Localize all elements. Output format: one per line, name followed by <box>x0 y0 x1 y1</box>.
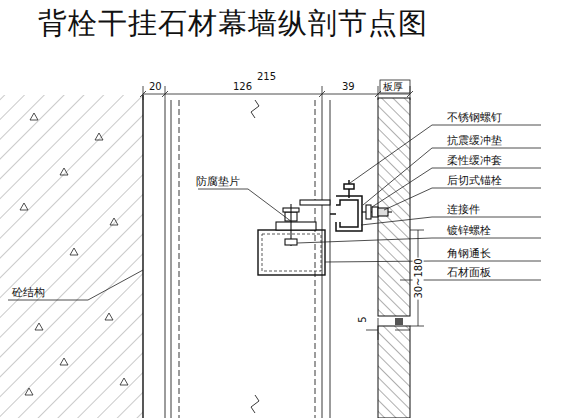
dimension: 126 <box>232 81 253 92</box>
part-label: 砼结构 <box>12 287 45 299</box>
part-label: 抗震缓冲垫 <box>447 135 502 147</box>
leader-lines <box>8 125 541 340</box>
anchor-bolt <box>362 205 392 219</box>
part-label: 柔性缓冲套 <box>447 155 502 167</box>
dimension: 5 <box>357 316 368 322</box>
dimension-total: 215 <box>257 71 276 82</box>
part-label: 连接件 <box>447 204 480 216</box>
connector-channel <box>330 180 362 231</box>
part-label: 防腐垫片 <box>196 176 240 188</box>
dimension-line <box>140 80 413 100</box>
part-label: 镀锌螺栓 <box>447 225 491 237</box>
dimension: 20 <box>148 81 163 92</box>
title: 背栓干挂石材幕墙纵剖节点图 <box>38 4 428 44</box>
frame-lines <box>165 100 330 418</box>
dimension-label: 板厚 <box>383 81 403 92</box>
stone-panel <box>378 98 410 418</box>
dimension: 30~180 <box>412 257 423 299</box>
dimension: 39 <box>341 81 356 92</box>
part-label: 石材面板 <box>447 267 491 279</box>
galvanized-bolt <box>276 200 330 246</box>
part-label: 角钢通长 <box>447 248 491 260</box>
concrete-structure <box>0 95 143 418</box>
part-label: 后切式锚栓 <box>447 175 502 187</box>
part-label: 不锈钢螺钉 <box>447 112 502 124</box>
